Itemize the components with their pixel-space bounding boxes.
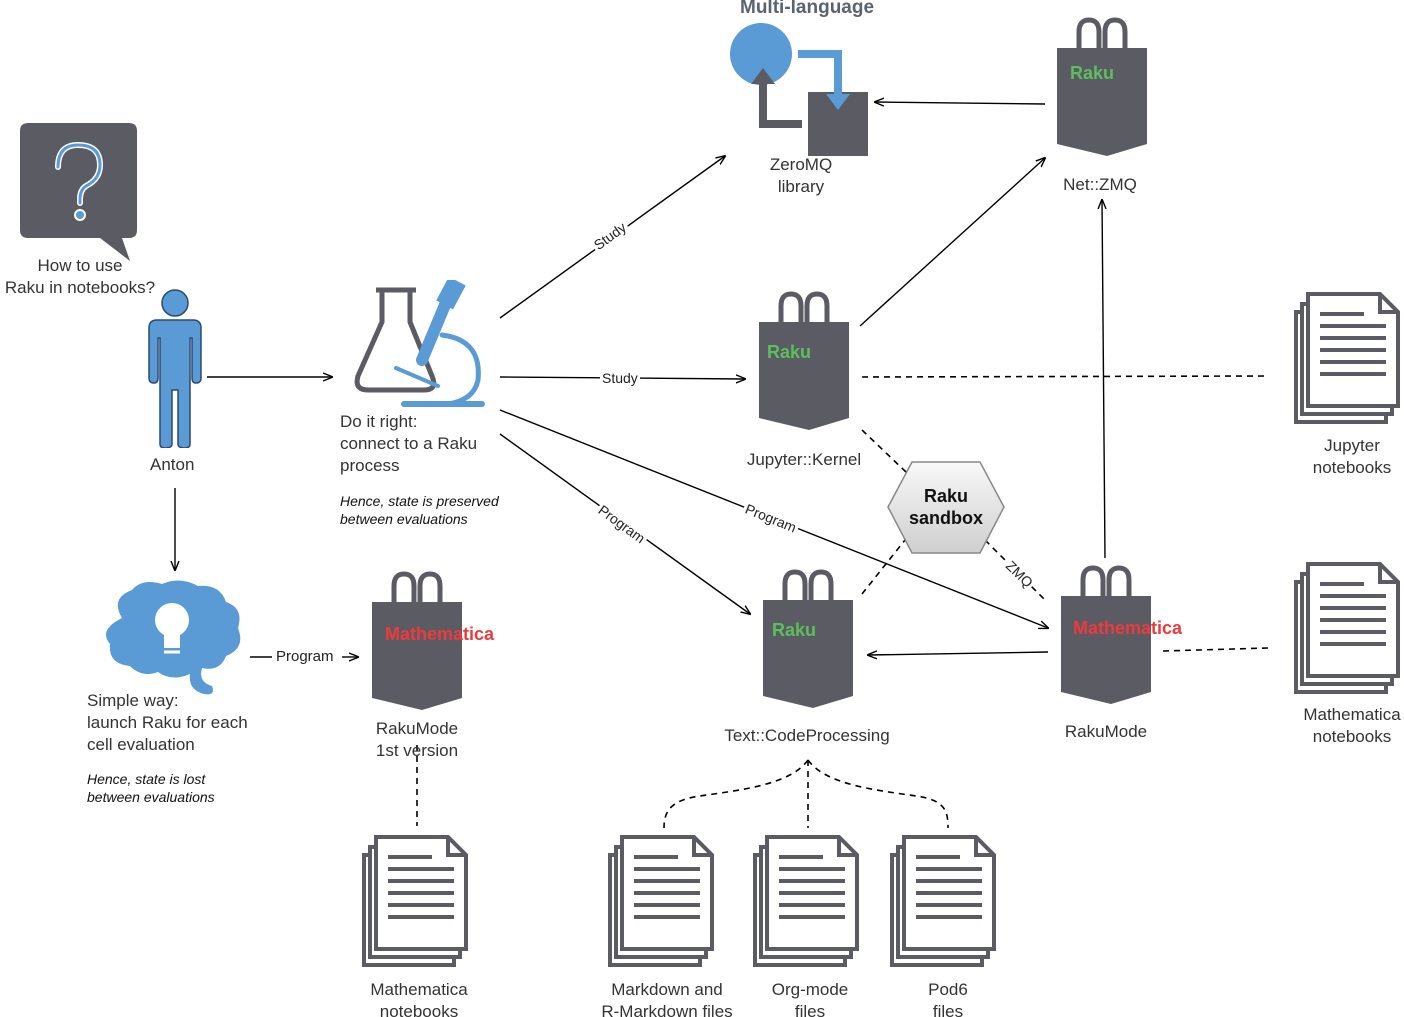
dashed-codeproc-pod6 — [807, 759, 949, 829]
edge-netzmq-to-zeromq — [875, 102, 1046, 104]
lab-label: Do it right: connect to a Raku process — [340, 411, 477, 477]
markdown-files-line-1: Markdown and — [611, 980, 723, 999]
lab-line-1: Do it right: — [340, 412, 418, 431]
rakumode-bag-icon: Mathematica — [1061, 565, 1183, 704]
mathematica-notebooks-bottom-line-1: Mathematica — [370, 980, 468, 999]
brain-line-1: Simple way: — [87, 691, 179, 710]
dashed-kernel-jupyter-notebooks — [861, 375, 1269, 378]
zeromq-line-2: library — [777, 177, 825, 196]
codeproc-bag-icon: Raku — [763, 569, 853, 708]
jupyter-kernel-bag-icon: Raku — [759, 291, 849, 430]
brain-label: Simple way: launch Raku for each cell ev… — [87, 690, 248, 756]
jupyter-notebooks-doc-icon — [1294, 292, 1400, 424]
rakumode-bag-label: Mathematica — [1073, 618, 1183, 638]
jupyter-kernel-name: Jupyter::Kernel — [746, 450, 862, 469]
brain-note-1: Hence, state is lost — [87, 771, 206, 787]
brain-line-2: launch Raku for each — [87, 713, 248, 732]
mathematica-notebooks-bottom-doc-icon — [362, 835, 468, 967]
question-text: How to use Raku in notebooks? — [0, 255, 160, 299]
orgmode-files-label: Org-mode files — [750, 979, 870, 1017]
pod6-files-line-1: Pod6 — [928, 980, 968, 999]
netzmq-name: Net::ZMQ — [1063, 175, 1137, 194]
brain-lightbulb-icon — [106, 580, 241, 695]
rakumode-v1-line-2: 1st version — [375, 741, 459, 760]
question-line-2: Raku in notebooks? — [4, 278, 156, 297]
zeromq-line-1: ZeroMQ — [769, 155, 833, 174]
mathematica-notebooks-right-doc-icon — [1294, 562, 1400, 694]
mathematica-notebooks-right-line-2: notebooks — [1312, 727, 1392, 746]
person-icon — [148, 289, 202, 448]
pod6-files-label: Pod6 files — [890, 979, 1006, 1017]
zeromq-label: ZeroMQ library — [740, 154, 862, 198]
lab-line-3: process — [340, 456, 400, 475]
brain-note-2: between evaluations — [87, 789, 215, 805]
edge-label-study-kernel: Study — [600, 370, 640, 386]
pod6-files-line-2: files — [932, 1002, 964, 1017]
rakumode-v1-bag-label: Mathematica — [385, 624, 495, 644]
pod6-files-doc-icon — [890, 835, 996, 967]
markdown-files-line-2: R-Markdown files — [601, 1002, 733, 1017]
mathematica-notebooks-right-line-1: Mathematica — [1303, 705, 1401, 724]
lab-note: Hence, state is preserved between evalua… — [340, 492, 499, 528]
rakumode-v1-bag-icon: Mathematica — [372, 571, 495, 710]
dashed-codeproc-markdown — [663, 759, 809, 829]
jupyter-notebooks-line-1: Jupyter — [1324, 436, 1380, 455]
netzmq-bag-icon: Raku — [1057, 17, 1147, 156]
edge-label-program-v1: Program — [274, 648, 336, 665]
sync-cycle-icon — [730, 23, 868, 156]
edge-rakumode-to-netzmq — [1102, 200, 1105, 559]
sandbox-label: Raku sandbox — [886, 485, 1006, 529]
jupyter-notebooks-line-2: notebooks — [1312, 458, 1392, 477]
sandbox-line-2: sandbox — [908, 508, 983, 528]
dashed-sandbox-rakumode — [984, 539, 1046, 601]
orgmode-files-doc-icon — [753, 835, 859, 967]
netzmq-bag-label: Raku — [1070, 63, 1114, 83]
orgmode-files-line-1: Org-mode — [771, 980, 849, 999]
zeromq-title: Multi-language — [740, 0, 875, 18]
lab-note-1: Hence, state is preserved — [340, 493, 499, 509]
markdown-files-label: Markdown and R-Markdown files — [590, 979, 744, 1017]
question-line-1: How to use — [37, 256, 123, 275]
sandbox-hexagon-icon — [887, 461, 1005, 554]
codeproc-bag-label: Raku — [772, 620, 816, 640]
markdown-files-doc-icon — [608, 835, 714, 967]
lab-line-2: connect to a Raku — [340, 434, 478, 453]
person-name: Anton — [150, 455, 195, 474]
mathematica-notebooks-right-label: Mathematica notebooks — [1290, 704, 1404, 748]
edge-rakumode-to-codeproc — [868, 652, 1049, 655]
lab-note-2: between evaluations — [340, 511, 468, 527]
question-bubble-icon — [20, 123, 137, 261]
mathematica-notebooks-bottom-label: Mathematica notebooks — [355, 979, 483, 1017]
brain-note: Hence, state is lost between evaluations — [87, 770, 215, 806]
dashed-codeproc-sandbox — [861, 539, 906, 595]
jupyter-notebooks-label: Jupyter notebooks — [1290, 435, 1404, 479]
rakumode-name: RakuMode — [1064, 722, 1148, 741]
rakumode-v1-label: RakuMode 1st version — [357, 718, 477, 762]
orgmode-files-line-2: files — [794, 1002, 826, 1017]
mathematica-notebooks-bottom-line-2: notebooks — [379, 1002, 459, 1017]
brain-line-3: cell evaluation — [87, 735, 195, 754]
jupyter-kernel-bag-label: Raku — [767, 342, 811, 362]
sandbox-line-1: Raku — [923, 486, 968, 506]
codeproc-name: Text::CodeProcessing — [724, 726, 890, 745]
rakumode-v1-line-1: RakuMode — [375, 719, 459, 738]
edge-kernel-to-netzmq — [859, 158, 1045, 327]
flask-microscope-icon — [354, 280, 485, 407]
